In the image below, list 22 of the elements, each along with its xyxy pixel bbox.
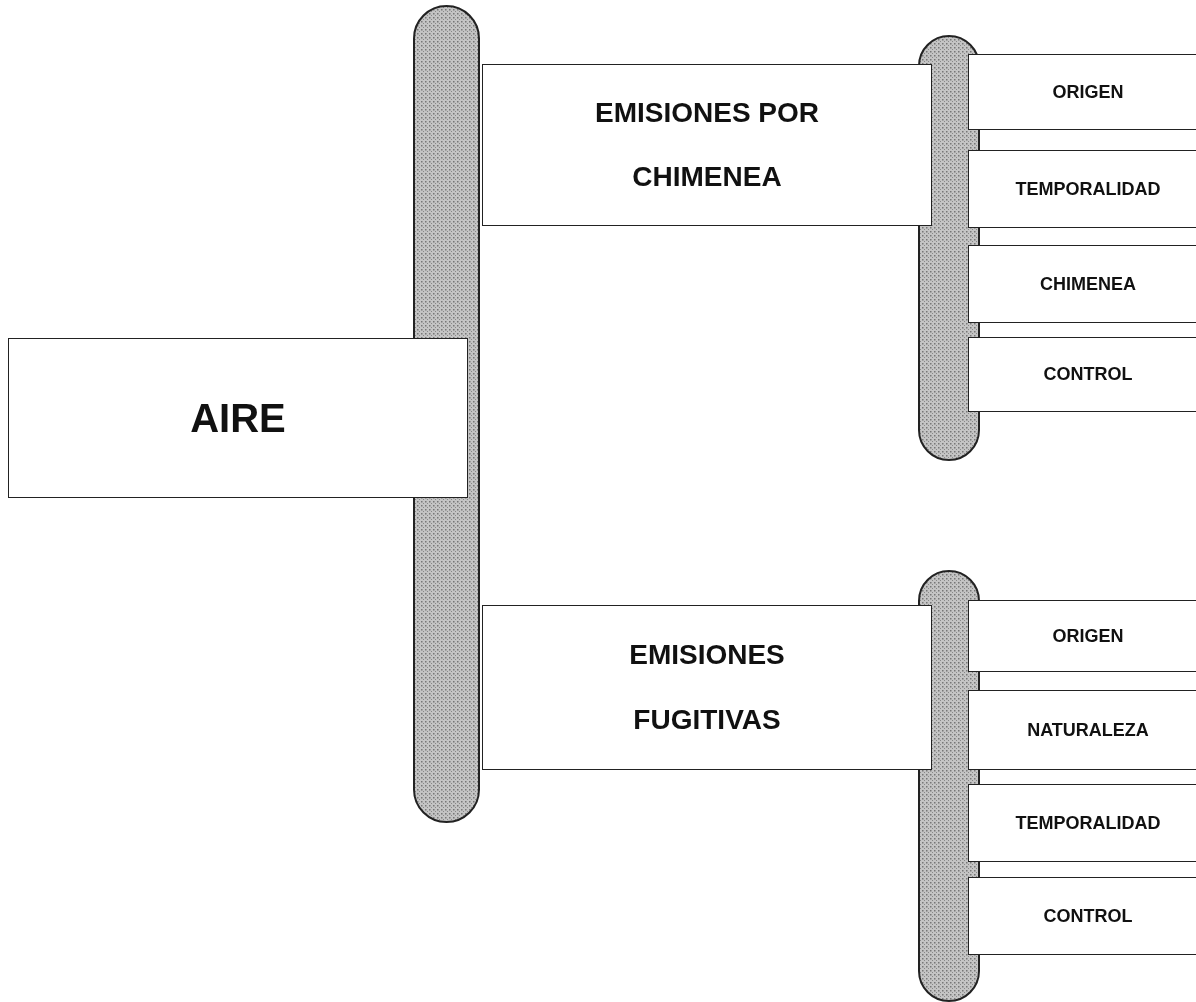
box-label: CONTROL	[1043, 364, 1133, 385]
subcategory-box	[968, 54, 1196, 130]
box-label: ORIGEN	[1052, 625, 1124, 647]
box-label: EMISIONES FUGITIVAS	[628, 638, 786, 737]
box-label: TEMPORALIDAD	[1015, 812, 1161, 834]
box-label: ORIGEN	[1052, 81, 1124, 103]
box-label: AIRE	[190, 395, 286, 441]
subcategory-box	[968, 245, 1196, 323]
category-box	[482, 64, 932, 226]
root-box	[8, 338, 468, 498]
box-label: NATURALEZA	[1027, 719, 1149, 741]
box-label: TEMPORALIDAD	[1015, 178, 1161, 200]
subcategory-box	[968, 877, 1196, 955]
subcategory-box	[968, 600, 1196, 672]
subcategory-box	[968, 337, 1196, 412]
box-label: EMISIONES POR CHIMENEA	[593, 95, 820, 194]
subcategory-box	[968, 690, 1196, 770]
subcategory-box	[968, 784, 1196, 862]
subcategory-box	[968, 150, 1196, 228]
box-label: CHIMENEA	[1040, 273, 1136, 295]
category-box	[482, 605, 932, 770]
box-label: CONTROL	[1043, 905, 1133, 927]
